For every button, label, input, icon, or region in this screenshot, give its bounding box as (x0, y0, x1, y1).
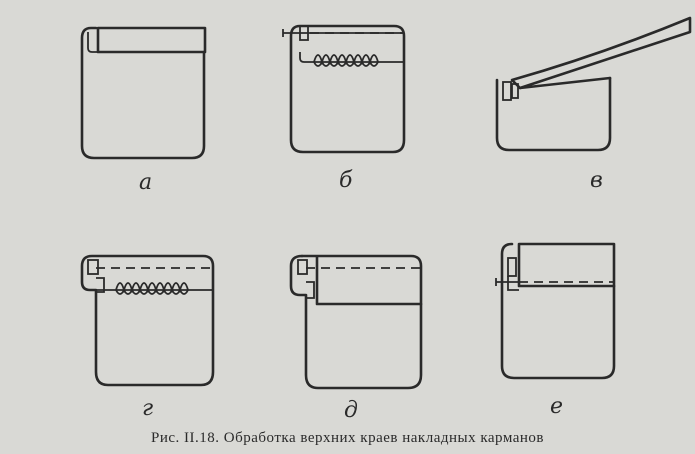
label-a: а (139, 170, 153, 195)
pocket-g (80, 254, 215, 387)
pocket-b (282, 24, 406, 154)
pocket-e (495, 242, 616, 380)
pocket-d (289, 254, 423, 390)
label-d: д (344, 398, 358, 423)
pocket-a (80, 26, 207, 160)
label-g: г (142, 396, 154, 421)
label-b: б (339, 168, 353, 193)
label-e: е (550, 394, 564, 419)
pocket-v (495, 16, 692, 152)
figure-caption: Рис. II.18. Обработка верхних краев накл… (151, 430, 544, 446)
label-v: в (590, 168, 603, 193)
